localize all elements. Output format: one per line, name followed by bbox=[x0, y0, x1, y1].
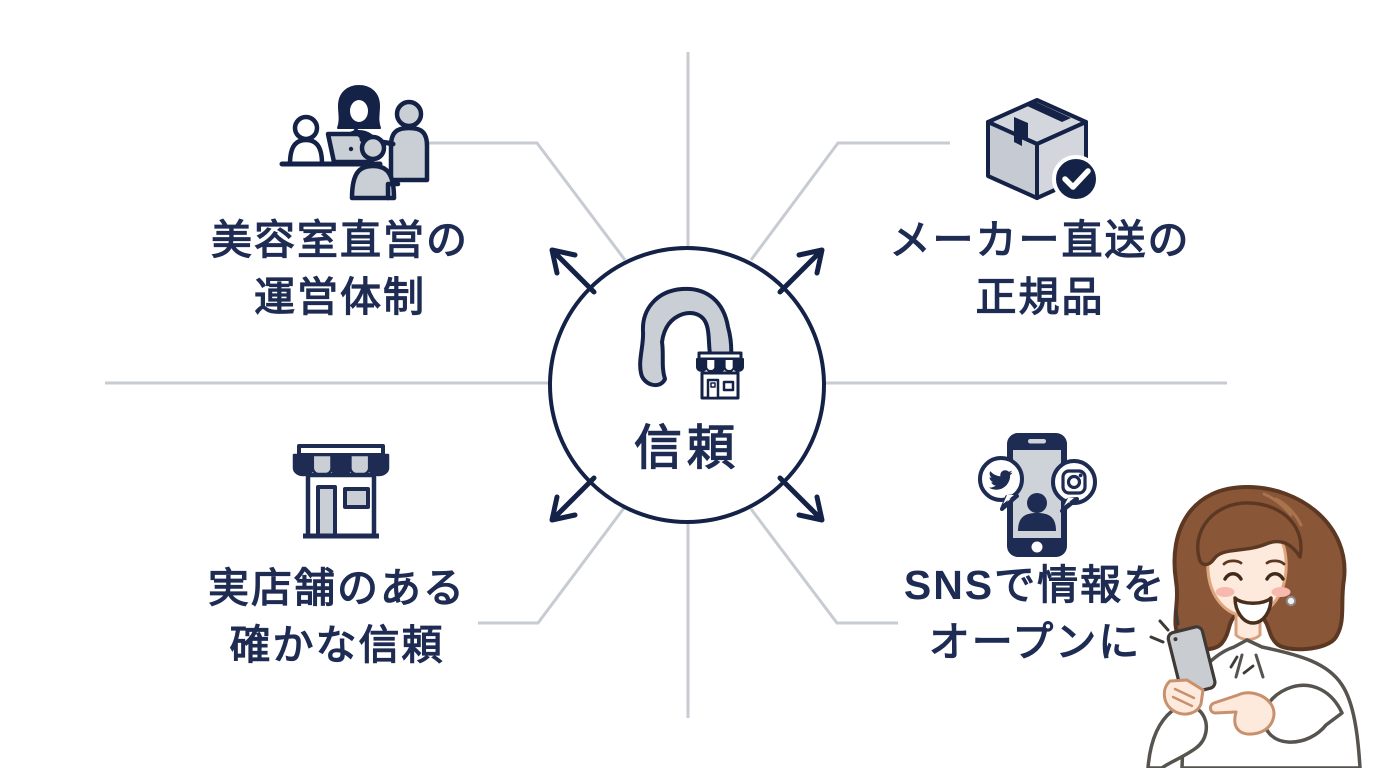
profile-head bbox=[1027, 493, 1047, 513]
salon-staff-icon bbox=[279, 85, 430, 201]
twitter-bird-icon bbox=[988, 470, 1013, 490]
center-trust-label: 信頼 bbox=[633, 422, 740, 475]
arrow-down-right-icon bbox=[777, 475, 825, 523]
bangs bbox=[1196, 501, 1303, 567]
connector-top-left-elbow bbox=[427, 141, 627, 261]
closed-happy-eyes bbox=[1223, 572, 1285, 581]
center-icon-group bbox=[638, 286, 744, 400]
receptionist-body bbox=[287, 137, 325, 167]
store-window bbox=[343, 487, 370, 509]
neckline-lines bbox=[1234, 653, 1265, 679]
store-door bbox=[316, 485, 337, 538]
storefront-icon bbox=[292, 444, 390, 539]
connector-top-right-elbow bbox=[749, 141, 950, 261]
center-circle bbox=[548, 246, 826, 524]
phone-home-button bbox=[1031, 541, 1043, 553]
phone-sparkle-lines bbox=[1149, 609, 1180, 644]
pearl-earring bbox=[1285, 595, 1297, 607]
outward-arrows bbox=[549, 247, 825, 523]
connector-lines bbox=[105, 52, 1227, 718]
left-forearm-sleeve bbox=[1146, 703, 1209, 768]
box-tape-tab bbox=[1014, 117, 1028, 146]
store-sign-bar bbox=[297, 444, 385, 457]
arrow-down-left-icon bbox=[549, 475, 597, 523]
pointing-hand bbox=[1208, 691, 1276, 736]
checkmark-icon bbox=[1062, 168, 1091, 190]
stylist-face bbox=[350, 100, 368, 122]
sns-smartphone-icon bbox=[978, 433, 1097, 557]
instagram-bubble bbox=[1051, 459, 1097, 513]
arrow-up-left-icon bbox=[549, 247, 597, 295]
eyebrows bbox=[1222, 559, 1286, 566]
label-bottom-right-line1: SNSで情報を bbox=[903, 562, 1167, 608]
customer-head bbox=[359, 134, 387, 162]
connector-bottom-right-elbow bbox=[749, 508, 898, 625]
package-check-icon bbox=[986, 98, 1100, 203]
hand-holding-phone bbox=[1162, 678, 1205, 716]
connector-bottom-left-elbow bbox=[478, 507, 626, 625]
label-top-left-line1: 美容室直営の bbox=[211, 217, 469, 263]
label-bottom-left-line1: 実店舗のある bbox=[208, 565, 466, 611]
hair-highlights bbox=[1262, 492, 1303, 527]
label-top-left-line2: 運営体制 bbox=[254, 274, 426, 320]
label-top-right-line1: メーカー直送の bbox=[889, 217, 1191, 263]
label-bottom-left-line2: 確かな信頼 bbox=[229, 622, 445, 668]
arrow-up-right-icon bbox=[777, 247, 825, 295]
blush-left bbox=[1215, 587, 1235, 597]
small-storefront-icon bbox=[696, 351, 744, 400]
blush-right bbox=[1271, 587, 1291, 597]
woman-with-smartphone-illustration bbox=[1146, 485, 1362, 768]
open-smile-mouth bbox=[1233, 596, 1273, 625]
receptionist-head bbox=[292, 114, 320, 142]
instagram-icon bbox=[1061, 469, 1087, 495]
pointing-motion-lines bbox=[1229, 655, 1255, 675]
label-top-right-line2: 正規品 bbox=[975, 274, 1105, 320]
label-bottom-right-line2: オープンに bbox=[928, 619, 1142, 665]
profile-shoulders bbox=[1018, 513, 1056, 531]
box-tape-top bbox=[1025, 101, 1071, 122]
check-badge bbox=[1052, 155, 1100, 203]
twitter-bubble bbox=[978, 456, 1024, 511]
staff-head bbox=[394, 99, 424, 129]
finger-lines bbox=[1171, 687, 1196, 708]
phone-speaker bbox=[1028, 439, 1046, 444]
staff-body bbox=[388, 125, 430, 183]
